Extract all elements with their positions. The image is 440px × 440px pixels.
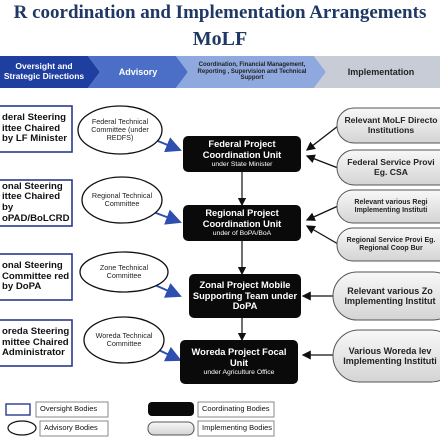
phase-label-advisory: Advisory	[118, 66, 158, 77]
oversight-box-federal	[0, 105, 73, 153]
coordinating-sub-regional: under of BoPA/BoA	[212, 230, 272, 238]
phase-chevron-coordination	[176, 56, 326, 88]
coordinating-label-regional: Regional Project Coordination Unit under…	[185, 205, 299, 241]
oversight-box-zonal	[0, 253, 73, 301]
advisory-ellipse-federal	[77, 105, 163, 155]
implementing-label-1: Relevant MoLF Directo Institutions	[344, 114, 438, 135]
implementing-box-3	[336, 189, 440, 224]
coordinating-box-regional	[183, 205, 301, 241]
coordinating-sub-woreda: under Agriculture Office	[203, 369, 275, 377]
phase-label-coordination: Coordination, Financial Management, Repo…	[197, 61, 307, 82]
advisory-ellipse-zonal	[79, 251, 169, 293]
oversight-label-woreda: oreda Steering mittee Chaired Administra…	[2, 325, 70, 359]
coordinating-title-woreda: Woreda Project Focal Unit	[191, 347, 287, 368]
implementing-label-5: Relevant various Zo Implementing Institu…	[344, 285, 436, 306]
advisory-label-regional: Regional Technical Committee	[91, 190, 153, 208]
coordinating-title-regional: Regional Project Coordination Unit	[202, 208, 282, 229]
implementing-box-1	[336, 107, 440, 144]
phase-label-implementation: Implementation	[347, 66, 415, 77]
implementing-label-3: Relevant various Regi Implementing Insti…	[354, 198, 428, 214]
legend-implementing-swatch	[147, 421, 195, 436]
legend-coordinating-swatch	[148, 402, 194, 416]
page-title-line-2: MoLF	[192, 28, 248, 50]
legend-oversight-label-box	[35, 401, 109, 418]
phase-chevron-oversight	[0, 56, 100, 88]
advisory-ellipse-regional	[81, 176, 163, 224]
implementing-box-6	[332, 329, 440, 383]
oversight-box-woreda	[0, 319, 73, 367]
advisory-label-federal: Federal Technical Committee (under REDFS…	[91, 116, 149, 143]
coordinating-box-zonal	[189, 274, 301, 318]
legend-coordinating-label-box	[197, 401, 275, 418]
legend-advisory-label: Advisory Bodies	[44, 423, 98, 433]
legend-advisory-swatch	[7, 420, 37, 436]
legend-implementing-label-box	[197, 420, 275, 437]
legend-implementing-label: Implementing Bodies	[202, 423, 273, 433]
legend-oversight-label: Oversight Bodies	[40, 404, 98, 414]
implementing-box-2	[336, 149, 440, 186]
implementing-label-2: Federal Service Provi Eg. CSA	[347, 156, 435, 177]
coordinating-title-zonal: Zonal Project Mobile Supporting Team und…	[192, 280, 298, 312]
coordinating-box-federal	[183, 136, 301, 172]
implementing-label-4: Regional Service Provi Eg. Regional Coop…	[346, 236, 436, 252]
implementing-box-5	[332, 271, 440, 321]
legend-coordinating-label: Coordinating Bodies	[202, 404, 270, 414]
legend-oversight-swatch	[5, 403, 31, 416]
oversight-label-zonal: onal Steering Committee red by DoPA	[2, 259, 70, 293]
coordinating-label-woreda: Woreda Project Focal Unit under Agricult…	[182, 340, 296, 384]
phase-chevron-advisory	[88, 56, 188, 88]
phase-label-oversight: Oversight and Strategic Directions	[3, 61, 85, 81]
oversight-label-federal: deral Steering ittee Chaired by LF Minis…	[2, 111, 68, 145]
advisory-label-woreda: Woreda Technical Committee	[95, 330, 153, 348]
coordinating-title-federal: Federal Project Coordination Unit	[202, 139, 282, 160]
advisory-ellipse-woreda	[83, 316, 165, 364]
page-title-line-1: R coordination and Implementation Arrang…	[13, 2, 427, 23]
legend-advisory-label-box	[39, 420, 109, 437]
phase-chevron-implementation	[314, 56, 440, 88]
oversight-label-regional: onal Steering ittee Chaired by oPAD/BoLC…	[2, 180, 70, 224]
oversight-box-regional	[0, 179, 73, 227]
implementing-label-6: Various Woreda lev Implementing Institut…	[343, 345, 437, 366]
coordinating-label-federal: Federal Project Coordination Unit under …	[185, 136, 299, 172]
implementing-box-4	[336, 227, 440, 262]
coordinating-label-zonal: Zonal Project Mobile Supporting Team und…	[191, 274, 299, 318]
advisory-label-zonal: Zone Technical Committee	[99, 262, 149, 280]
coordinating-sub-federal: under State Minister	[211, 161, 273, 169]
coordinating-box-woreda	[180, 340, 298, 384]
